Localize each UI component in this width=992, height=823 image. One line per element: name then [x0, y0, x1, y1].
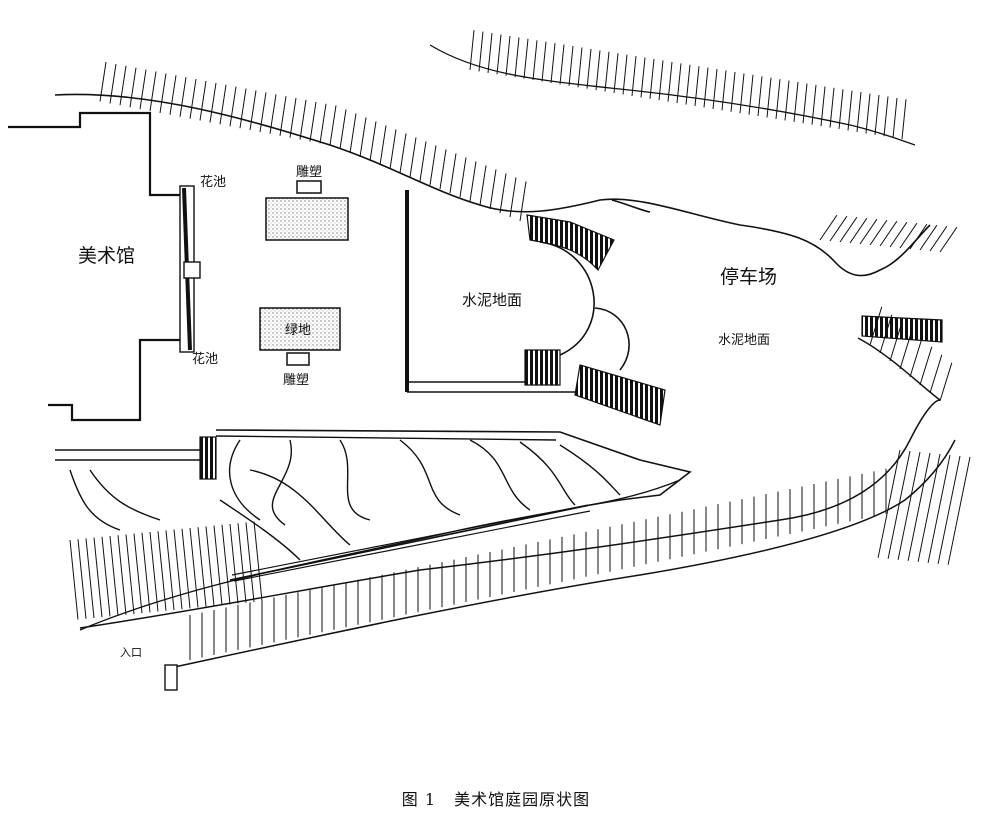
north-slope [54, 30, 958, 277]
figure-caption: 图 1 美术馆庭园原状图 [0, 786, 992, 810]
label-entrance: 入口 [120, 646, 142, 659]
label-green-area: 绿地 [285, 323, 311, 338]
label-museum: 美术馆 [78, 245, 135, 267]
figure-number: 图 1 [401, 790, 437, 809]
north-bank-hatching [469, 30, 907, 140]
entrance-gate [164, 664, 178, 691]
parking-area [857, 306, 953, 402]
figure-title: 美术馆庭园原状图 [454, 790, 591, 809]
stairs-top [526, 214, 615, 272]
label-flower-pool-top: 花池 [200, 174, 226, 190]
garden-features [259, 180, 349, 366]
label-cement-ground-left: 水泥地面 [462, 291, 522, 309]
label-sculpture-bottom: 雕塑 [283, 373, 309, 388]
sculpture-bottom-base [286, 352, 310, 366]
label-flower-pool-bottom: 花池 [192, 351, 218, 367]
label-sculpture-top: 雕塑 [296, 165, 322, 180]
label-parking: 停车场 [720, 266, 777, 288]
stipple-lawn-top [265, 197, 349, 241]
stairs-left [524, 349, 561, 386]
central-plaza [405, 190, 666, 426]
right-stairs [861, 315, 943, 343]
museum-building [8, 111, 201, 422]
ne-slope-hatching [819, 214, 958, 253]
north-slope-edge [54, 93, 931, 277]
main-road [79, 399, 956, 691]
north-slope-hatching [99, 61, 527, 222]
label-cement-ground-right: 水泥地面 [718, 333, 770, 348]
sculpture-top-base [296, 180, 322, 194]
green-area-box [259, 307, 341, 351]
lower-terrace [55, 429, 971, 631]
stairs-right [574, 364, 666, 426]
